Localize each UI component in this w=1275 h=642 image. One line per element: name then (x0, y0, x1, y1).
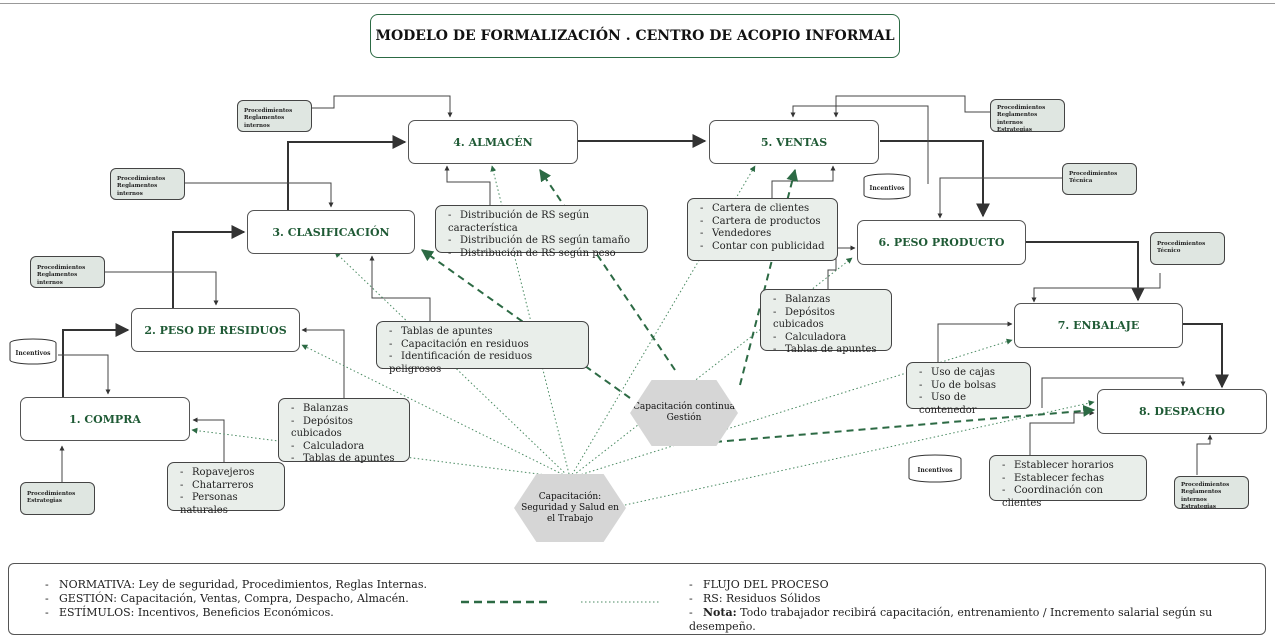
list-item: Identificación de residuos peligrosos (389, 351, 580, 376)
step-despacho: 8. DESPACHO (1097, 389, 1267, 434)
legend-nota-text: Todo trabajador recibirá capacitación, e… (689, 606, 1213, 633)
legend-nota-label: Nota: (703, 606, 737, 619)
hex-line: el Trabajo (546, 513, 594, 524)
list-item: Tablas de apuntes (291, 453, 401, 466)
incentivos-ventas: Incentivos (862, 173, 912, 201)
incentivos-label: Incentivos (917, 467, 953, 474)
step-clasificacion: 3. CLASIFICACIÓN (247, 210, 415, 254)
list-item: Balanzas (773, 294, 883, 307)
list-item: Calculadora (773, 332, 883, 345)
list-item: Tablas de apuntes (389, 326, 580, 339)
incentivos-compra: Incentivos (8, 338, 58, 366)
top-rule (0, 3, 1275, 4)
list-despacho: Establecer horariosEstablecer fechasCoor… (989, 455, 1147, 509)
list-item: Distribución de RS según peso (448, 248, 639, 261)
list-item: Coordinación con clientes (1002, 485, 1138, 510)
step-peso-producto: 6. PESO PRODUCTO (857, 220, 1026, 265)
note-line: Reglamentos internos (244, 115, 285, 129)
note-line: Procedimientos (117, 176, 166, 182)
note-line: Procedimientos (37, 265, 86, 271)
incentivos-label: Incentivos (869, 185, 905, 192)
note-line: Técnica (1069, 178, 1093, 185)
hex-line: Seguridad y Salud en (521, 502, 619, 513)
note-line: Reglamentos internos (117, 183, 158, 197)
note-line: Procedimientos (1069, 171, 1118, 177)
list-item: Balanzas (291, 403, 401, 416)
step-compra: 1. COMPRA (20, 397, 190, 441)
note-line: Estrategias (1181, 504, 1216, 511)
note-line: Estrategias (997, 127, 1032, 134)
note-line: Reglamentos internos (37, 272, 78, 286)
legend-box: NORMATIVA: Ley de seguridad, Procedimien… (8, 563, 1266, 635)
diagram-title: MODELO DE FORMALIZACIÓN . CENTRO DE ACOP… (370, 14, 900, 58)
legend-flujo: FLUJO DEL PROCESO (689, 578, 1265, 592)
list-item: Distribución de RS según tamaño (448, 235, 639, 248)
incentivos-label: Incentivos (15, 350, 51, 357)
list-almacen: Distribución de RS según característicaD… (435, 205, 648, 259)
list-item: Personas naturales (180, 492, 276, 517)
list-ventas: Cartera de clientesCartera de productosV… (687, 198, 838, 261)
legend-gestion: GESTIÓN: Capacitación, Ventas, Compra, D… (45, 592, 427, 606)
incentivos-despacho: Incentivos (907, 454, 963, 484)
list-item: Uo de bolsas (919, 380, 1022, 393)
step-peso-residuos: 2. PESO DE RESIDUOS (131, 308, 300, 352)
note-line: Procedimientos (997, 105, 1046, 111)
legend-nota: Nota: Todo trabajador recibirá capacitac… (689, 606, 1265, 634)
note-line: Reglamentos internos (1181, 489, 1222, 503)
step-ventas: 5. VENTAS (709, 120, 879, 164)
note-line: Técnico (1157, 248, 1181, 255)
list-embalaje: Uso de cajasUo de bolsasUso de contenedo… (906, 362, 1031, 416)
list-item: Uso de contenedor (919, 392, 1022, 417)
legend-normativa: NORMATIVA: Ley de seguridad, Procedimien… (45, 578, 427, 592)
list-peso-residuos: BalanzasDepósitos cubicadosCalculadoraTa… (278, 398, 410, 464)
list-compra: RopavejerosChatarrerosPersonas naturales (167, 462, 285, 516)
step-embalaje: 7. ENBALAJE (1014, 303, 1183, 348)
note-line: Estrategias (27, 498, 62, 505)
list-peso-producto: BalanzasDepósitos cubicadosCalculadoraTa… (760, 289, 892, 355)
note-line: Procedimientos (27, 491, 76, 497)
legend-rs: RS: Residuos Sólidos (689, 592, 1265, 606)
note-line: Procedimientos (1181, 482, 1230, 488)
legend-estimulos: ESTÍMULOS: Incentivos, Beneficios Económ… (45, 606, 427, 620)
list-item: Calculadora (291, 441, 401, 454)
list-item: Tablas de apuntes (773, 344, 883, 357)
list-item: Capacitación en residuos (389, 339, 580, 352)
list-item: Vendedores (700, 228, 829, 241)
list-item: Ropavejeros (180, 467, 276, 480)
legend-line-samples (461, 600, 659, 604)
list-item: Depósitos cubicados (291, 416, 401, 441)
list-item: Contar con publicidad (700, 241, 829, 254)
step-almacen: 4. ALMACÉN (408, 120, 578, 164)
list-item: Cartera de clientes (700, 203, 829, 216)
cylinder-icon (9, 338, 57, 365)
list-item: Establecer horarios (1002, 460, 1138, 473)
list-item: Distribución de RS según característica (448, 210, 639, 235)
list-item: Chatarreros (180, 480, 276, 493)
note-line: Procedimientos (1157, 241, 1206, 247)
note-line: Procedimientos (244, 108, 293, 114)
hex-line: Gestión (666, 413, 702, 423)
list-clasificacion: Tablas de apuntesCapacitación en residuo… (376, 321, 589, 375)
list-item: Cartera de productos (700, 216, 829, 229)
note-line: Reglamentos internos (997, 112, 1038, 126)
cylinder-icon (863, 173, 911, 200)
list-item: Depósitos cubicados (773, 307, 883, 332)
list-item: Establecer fechas (1002, 473, 1138, 486)
cylinder-icon (908, 454, 962, 483)
hex-line: Capacitación: (538, 491, 602, 502)
list-item: Uso de cajas (919, 367, 1022, 380)
hex-line: Capacitación continua (633, 402, 735, 412)
